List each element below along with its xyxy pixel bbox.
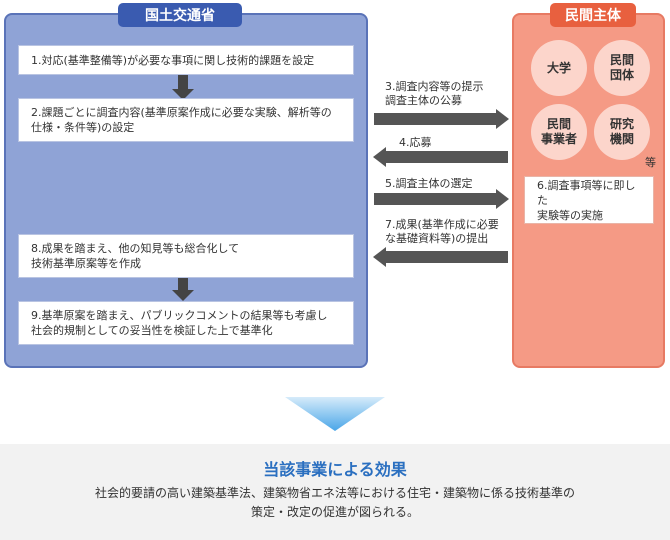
flow-7-arrow-stem [386,251,508,263]
step-8-box: 8.成果を踏まえ、他の知見等も総合化して 技術基準原案等を作成 [18,234,354,278]
entity-research-institute: 研究 機関 [594,104,650,160]
entities-etc-label: 等 [645,156,656,169]
effect-description: 社会的要請の高い建築基準法、建築物省エネ法等における住宅・建築物に係る技術基準の… [94,486,575,519]
flow-7-arrow-head [373,247,386,267]
entity-private-organization: 民間 団体 [594,40,650,96]
effect-down-arrow [285,397,385,431]
flow-4-label: 4.応募 [399,136,432,149]
flow-3-arrow-head [496,109,509,129]
step-2-text: 2.課題ごとに調査内容(基準原案作成に必要な実験、解析等の 仕様・条件等)の設定 [31,106,332,134]
effect-box [0,444,670,540]
step-9-box: 9.基準原案を踏まえ、パブリックコメントの結果等も考慮し 社会的規制としての妥当… [18,301,354,345]
flow-4-arrow-stem [386,151,508,163]
step-8-text: 8.成果を踏まえ、他の知見等も総合化して 技術基準原案等を作成 [31,242,240,270]
flow-5-arrow-head [496,189,509,209]
entity-university: 大学 [531,40,587,96]
down-arrow-head-2 [172,290,194,301]
step-1-text: 1.対応(基準整備等)が必要な事項に関し技術的課題を設定 [31,53,315,67]
entity-private-business: 民間 事業者 [531,104,587,160]
flow-7-label: 7.成果(基準作成に必要 な基礎資料等)の提出 [385,218,499,245]
down-arrow-stem-2 [178,278,188,290]
step-6-text: 6.調査事項等に即した 実験等の実施 [537,178,636,222]
flow-5-label: 5.調査主体の選定 [385,177,473,190]
flow-5-arrow-stem [374,193,496,205]
down-arrow-stem-1 [178,75,188,89]
mlit-header: 国土交通省 [118,3,242,27]
step-1-box: 1.対応(基準整備等)が必要な事項に関し技術的課題を設定 [18,45,354,75]
flow-4-arrow-head [373,147,386,167]
down-arrow-head-1 [172,89,194,100]
private-header: 民間主体 [550,3,636,27]
effect-title: 当該事業による効果 [263,460,407,479]
flow-3-label: 3.調査内容等の提示 調査主体の公募 [385,80,484,107]
step-6-box: 6.調査事項等に即した 実験等の実施 [524,176,654,224]
flow-3-arrow-stem [374,113,496,125]
step-2-box: 2.課題ごとに調査内容(基準原案作成に必要な実験、解析等の 仕様・条件等)の設定 [18,98,354,142]
step-9-text: 9.基準原案を踏まえ、パブリックコメントの結果等も考慮し 社会的規制としての妥当… [31,309,328,337]
